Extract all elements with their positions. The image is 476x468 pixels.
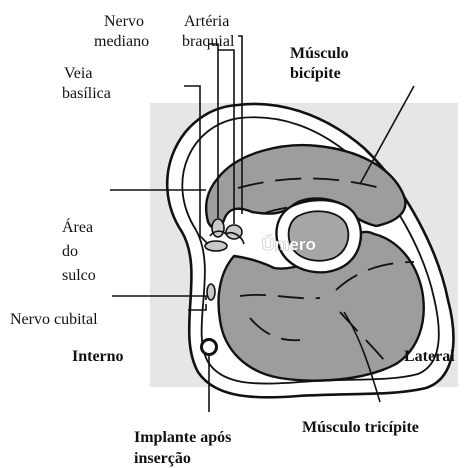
ulnar-nerve [207,284,215,300]
label-implante-line2: inserção [134,450,191,467]
label-lateral: Lateral [404,348,455,365]
implant-marker [202,340,217,355]
label-umero: Úmero [262,235,316,254]
label-nervo-cubital: Nervo cubital [10,311,98,328]
label-nervo-mediano-line2: mediano [94,33,149,50]
label-arteria-braquial-line1: Artéria [184,13,229,30]
label-area-do-sulco-line1: Área [62,217,93,236]
label-implante-line1: Implante após [134,429,231,446]
label-interno: Interno [72,348,124,365]
label-veia-basilica-line1: Veia [64,65,92,82]
basilic-vein [205,241,227,251]
label-arteria-braquial-line2: braquial [182,33,235,50]
label-musculo-bicipite-line2: bicípite [290,65,341,82]
label-musculo-bicipite-line1: Músculo [290,45,349,62]
label-musculo-tricipite: Músculo tricípite [302,419,419,436]
median-nerve [212,219,224,237]
label-area-do-sulco-line3: sulco [62,267,96,284]
label-area-do-sulco-line2: do [62,243,78,260]
label-nervo-mediano-line1: Nervo [104,13,144,30]
label-veia-basilica-line2: basílica [62,85,111,102]
